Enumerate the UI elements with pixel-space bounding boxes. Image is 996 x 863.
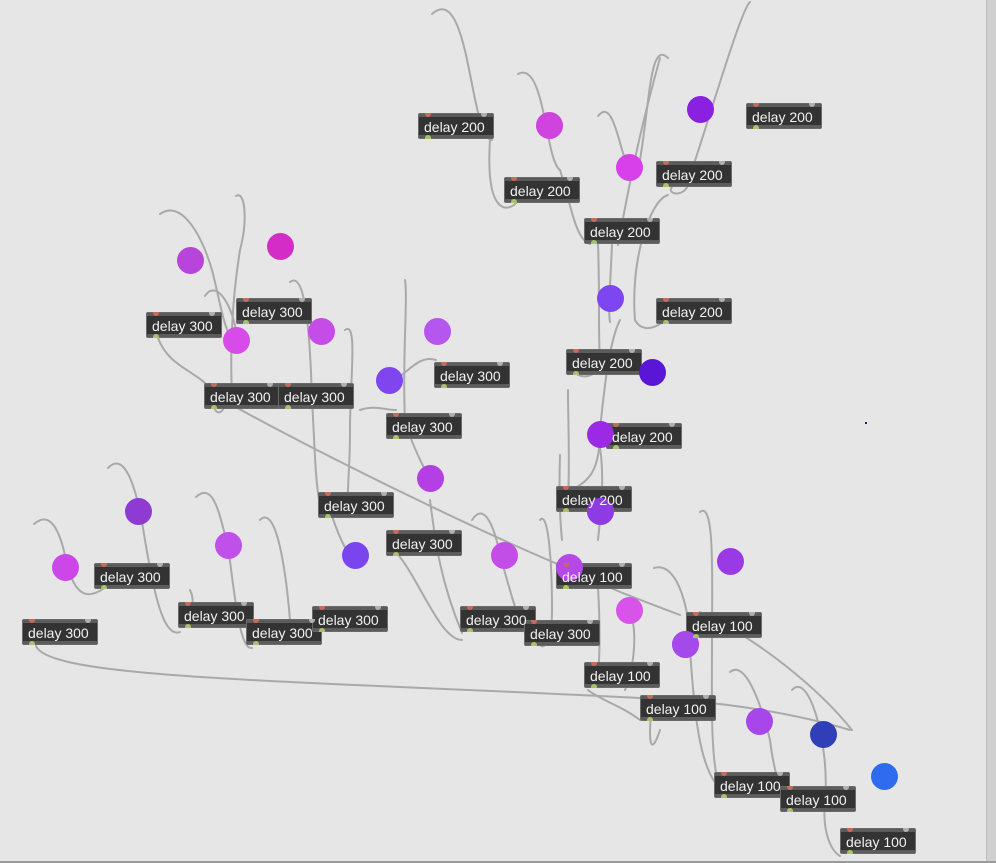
object-text: delay 300 bbox=[440, 368, 501, 384]
object-text: delay 200 bbox=[424, 119, 485, 135]
delay-object[interactable]: delay 300 bbox=[318, 492, 394, 518]
object-text: delay 300 bbox=[392, 536, 453, 552]
bang-led[interactable] bbox=[616, 597, 643, 624]
delay-object[interactable]: delay 300 bbox=[278, 383, 354, 409]
delay-object[interactable]: delay 300 bbox=[386, 413, 462, 439]
window-bottom-edge bbox=[0, 861, 996, 863]
bang-led[interactable] bbox=[125, 498, 152, 525]
object-text: delay 300 bbox=[324, 498, 385, 514]
delay-object[interactable]: delay 100 bbox=[640, 695, 716, 721]
bang-led[interactable] bbox=[871, 763, 898, 790]
object-text: delay 100 bbox=[562, 569, 623, 585]
object-text: delay 200 bbox=[510, 183, 571, 199]
delay-object[interactable]: delay 200 bbox=[606, 423, 682, 449]
delay-object[interactable]: delay 300 bbox=[204, 383, 280, 409]
object-text: delay 200 bbox=[572, 355, 633, 371]
delay-object[interactable]: delay 300 bbox=[146, 312, 222, 338]
object-text: delay 100 bbox=[720, 778, 781, 794]
delay-object[interactable]: delay 300 bbox=[524, 620, 600, 646]
delay-object[interactable]: delay 100 bbox=[556, 563, 632, 589]
bang-led[interactable] bbox=[424, 318, 451, 345]
stray-dot bbox=[865, 422, 867, 424]
object-text: delay 100 bbox=[692, 618, 753, 634]
delay-object[interactable]: delay 300 bbox=[22, 619, 98, 645]
delay-object[interactable]: delay 300 bbox=[434, 362, 510, 388]
object-text: delay 100 bbox=[590, 668, 651, 684]
bang-led[interactable] bbox=[616, 154, 643, 181]
object-text: delay 200 bbox=[562, 492, 623, 508]
bang-led[interactable] bbox=[223, 327, 250, 354]
object-text: delay 100 bbox=[786, 792, 847, 808]
bang-led[interactable] bbox=[639, 359, 666, 386]
object-text: delay 100 bbox=[646, 701, 707, 717]
delay-object[interactable]: delay 300 bbox=[312, 606, 388, 632]
bang-led[interactable] bbox=[810, 721, 837, 748]
object-text: delay 300 bbox=[152, 318, 213, 334]
bang-led[interactable] bbox=[556, 554, 583, 581]
bang-led[interactable] bbox=[417, 465, 444, 492]
object-text: delay 200 bbox=[590, 224, 651, 240]
bang-led[interactable] bbox=[342, 542, 369, 569]
delay-object[interactable]: delay 300 bbox=[178, 602, 254, 628]
object-text: delay 300 bbox=[100, 569, 161, 585]
bang-led[interactable] bbox=[536, 112, 563, 139]
object-text: delay 300 bbox=[28, 625, 89, 641]
delay-object[interactable]: delay 100 bbox=[840, 828, 916, 854]
bang-led[interactable] bbox=[308, 318, 335, 345]
vertical-scrollbar[interactable] bbox=[986, 0, 996, 863]
delay-object[interactable]: delay 300 bbox=[94, 563, 170, 589]
delay-object[interactable]: delay 200 bbox=[656, 161, 732, 187]
object-text: delay 300 bbox=[466, 612, 527, 628]
delay-object[interactable]: delay 300 bbox=[246, 619, 322, 645]
object-text: delay 300 bbox=[530, 626, 591, 642]
delay-object[interactable]: delay 200 bbox=[556, 486, 632, 512]
delay-object[interactable]: delay 200 bbox=[746, 103, 822, 129]
object-text: delay 200 bbox=[662, 167, 723, 183]
delay-object[interactable]: delay 200 bbox=[656, 298, 732, 324]
bang-led[interactable] bbox=[597, 285, 624, 312]
object-text: delay 300 bbox=[210, 389, 271, 405]
object-text: delay 200 bbox=[752, 109, 813, 125]
object-text: delay 300 bbox=[318, 612, 379, 628]
delay-object[interactable]: delay 100 bbox=[714, 772, 790, 798]
object-text: delay 200 bbox=[612, 429, 673, 445]
object-text: delay 200 bbox=[662, 304, 723, 320]
delay-object[interactable]: delay 100 bbox=[584, 662, 660, 688]
bang-led[interactable] bbox=[267, 233, 294, 260]
object-text: delay 300 bbox=[284, 389, 345, 405]
delay-object[interactable]: delay 200 bbox=[504, 177, 580, 203]
delay-object[interactable]: delay 200 bbox=[566, 349, 642, 375]
delay-object[interactable]: delay 100 bbox=[780, 786, 856, 812]
bang-led[interactable] bbox=[491, 542, 518, 569]
delay-object[interactable]: delay 300 bbox=[236, 298, 312, 324]
bang-led[interactable] bbox=[746, 708, 773, 735]
delay-object[interactable]: delay 200 bbox=[418, 113, 494, 139]
bang-led[interactable] bbox=[215, 532, 242, 559]
bang-led[interactable] bbox=[587, 498, 614, 525]
delay-object[interactable]: delay 100 bbox=[686, 612, 762, 638]
bang-led[interactable] bbox=[687, 96, 714, 123]
delay-object[interactable]: delay 300 bbox=[460, 606, 536, 632]
bang-led[interactable] bbox=[52, 554, 79, 581]
bang-led[interactable] bbox=[177, 247, 204, 274]
object-text: delay 300 bbox=[184, 608, 245, 624]
bang-led[interactable] bbox=[587, 421, 614, 448]
bang-led[interactable] bbox=[376, 367, 403, 394]
object-text: delay 300 bbox=[242, 304, 303, 320]
object-text: delay 300 bbox=[252, 625, 313, 641]
object-text: delay 100 bbox=[846, 834, 907, 850]
delay-object[interactable]: delay 300 bbox=[386, 530, 462, 556]
delay-object[interactable]: delay 200 bbox=[584, 218, 660, 244]
object-text: delay 300 bbox=[392, 419, 453, 435]
bang-led[interactable] bbox=[717, 548, 744, 575]
